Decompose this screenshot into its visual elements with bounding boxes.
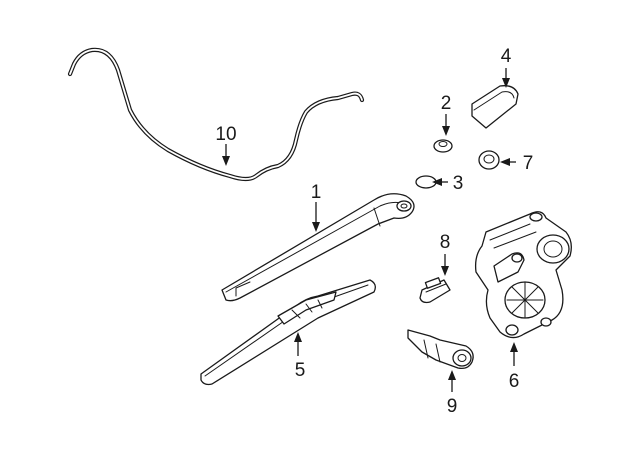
callout-4: 4: [501, 46, 512, 67]
leader-lines: [222, 68, 518, 392]
callout-5: 5: [295, 360, 306, 381]
hose-connector: [407, 329, 474, 370]
callout-2: 2: [441, 93, 452, 114]
callout-3: 3: [453, 173, 464, 194]
arm-cap: [471, 85, 519, 129]
washer-hose: [67, 47, 365, 182]
arrowhead-9: [448, 370, 456, 380]
wiper-motor: [474, 211, 572, 339]
grommet: [433, 139, 453, 153]
callout-10: 10: [215, 124, 236, 145]
wiper-blade: [200, 279, 376, 386]
arrowhead-5: [294, 332, 302, 342]
callout-9: 9: [447, 396, 458, 417]
wiper-arm: [221, 193, 415, 302]
arrowhead-3: [432, 178, 442, 186]
arrowhead-10: [222, 156, 230, 166]
callout-6: 6: [509, 371, 520, 392]
arrowhead-7: [500, 158, 510, 166]
callout-1: 1: [311, 182, 322, 203]
arrowhead-6: [510, 342, 518, 352]
arrowhead-4: [502, 78, 510, 88]
callout-labels: 1 2 3 4 5 6 7 8 9 10: [215, 46, 533, 417]
arrowhead-1: [312, 222, 320, 232]
callout-8: 8: [440, 232, 451, 253]
arrowhead-2: [442, 126, 450, 136]
bolt: [419, 277, 451, 304]
arrowhead-8: [441, 266, 449, 276]
callout-7: 7: [523, 153, 534, 174]
nut: [478, 150, 500, 170]
